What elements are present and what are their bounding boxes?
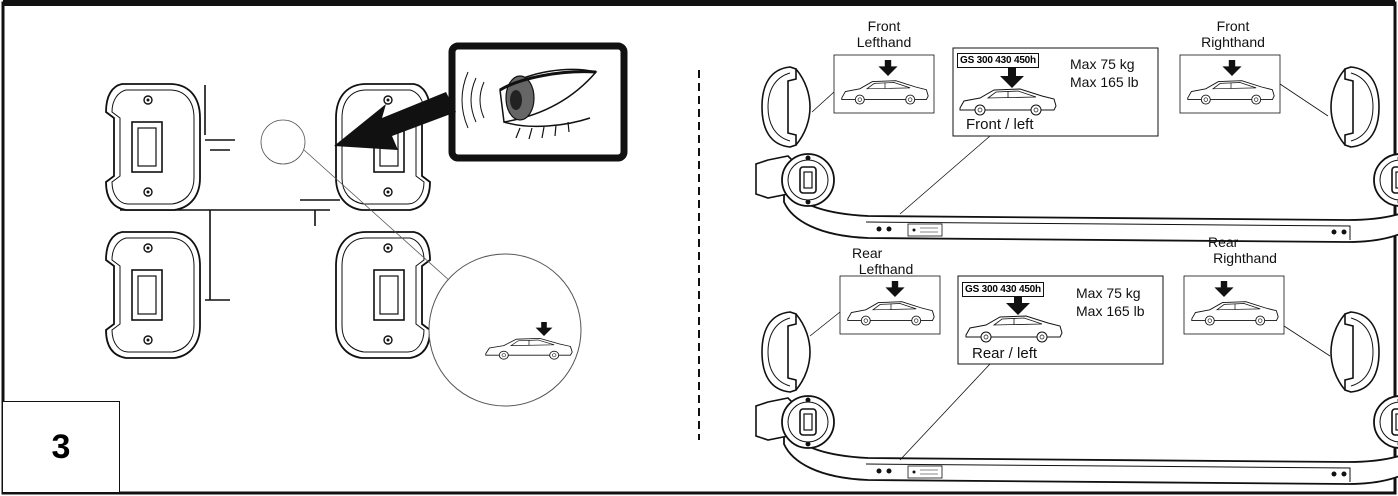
foot-pad-sprue [105,83,431,359]
label-rear-righthand: Rear Righthand [1200,234,1290,266]
label-front-righthand: Front Righthand [1188,18,1278,50]
label-rear-lefthand: Rear Lefthand [846,245,926,277]
rear-max-lb: Max 165 lb [1076,303,1145,319]
pointer-arrow [334,92,456,150]
front-rack [755,47,1398,243]
zoom-detail-circle [428,253,582,407]
zoom-source-circle [260,119,306,165]
front-position-label: Front / left [966,116,1034,133]
front-model-list: GS 300 430 450h [957,53,1039,68]
label-line-1: Front [867,18,901,34]
label-line-1: Rear [1208,234,1239,250]
label-line-1: Rear [852,245,883,261]
label-line-2: Lefthand [856,34,912,50]
rear-position-label: Rear / left [972,345,1038,362]
label-line-1: Front [1216,18,1250,34]
front-max-kg: Max 75 kg [1070,56,1135,72]
step-number-box: 3 [3,401,120,493]
step-number: 3 [51,427,71,466]
foot-pad-top-left [105,83,201,211]
eye-inspection-icon [448,42,628,162]
front-max-lb: Max 165 lb [1070,74,1139,90]
label-line-2: Righthand [1201,34,1265,50]
label-line-2: Lefthand [858,261,914,277]
label-front-lefthand: Front Lefthand [844,18,924,50]
label-line-2: Righthand [1213,250,1277,266]
rear-max-kg: Max 75 kg [1076,285,1141,301]
foot-pad-bottom-left [105,231,201,359]
rear-model-list: GS 300 430 450h [962,282,1044,297]
